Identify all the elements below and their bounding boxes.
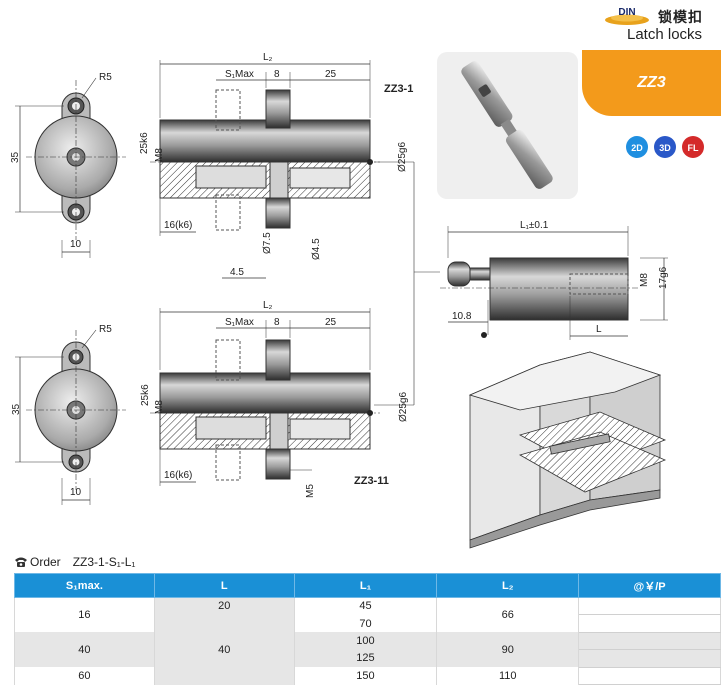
cell-s1: 16 (14, 597, 155, 633)
dim-g6-bottom: Ø25g6 (398, 392, 409, 422)
header-l2: L₂ (436, 573, 580, 598)
cell-l: 40 (153, 614, 295, 685)
cell-l1: 100 (293, 632, 438, 650)
din-label: DIN (618, 7, 635, 18)
dim-25k6-top: 25k6 (139, 132, 150, 154)
cell-l2: 110 (436, 667, 580, 685)
header-s1: S₁max. (14, 573, 155, 598)
dim-35-bottom: 35 (11, 403, 22, 415)
table-header-row: S₁max. L L₁ L₂ @￥/P (14, 573, 721, 598)
fl-icon[interactable]: FL (682, 136, 704, 158)
dim-8-bottom: 8 (274, 317, 280, 328)
cell-l1: 70 (293, 614, 438, 633)
model-label-bottom: ZZ3-11 (354, 475, 389, 487)
svg-text:3D: 3D (659, 143, 671, 153)
dim-17g6-pin: 17g6 (658, 266, 669, 289)
dim-16k6-bottom: 16(k6) (164, 470, 192, 481)
pin-drawing: L₁±0.1 17g6 M8 10.8 L (440, 220, 669, 340)
dim-25-bottom: 25 (325, 317, 337, 328)
cad-3d-icon[interactable]: 3D (654, 136, 676, 158)
dim-g6-top: Ø25g6 (397, 142, 408, 172)
dim-m8-pin: M8 (639, 273, 650, 287)
cell-l: 20 (153, 597, 295, 615)
dim-l-pin: L (596, 324, 602, 335)
dim-10-bottom: 10 (70, 487, 82, 498)
dim-45-top: 4.5 (230, 267, 244, 278)
dim-r5-bottom: R5 (99, 324, 112, 335)
dim-s1max-bottom: S₁Max (225, 317, 254, 328)
section-view-top: L₂ S₁Max 8 25 25k6 M8 Ø25g6 ZZ3-1 16(k6)… (139, 52, 413, 279)
header-l1: L₁ (293, 573, 438, 598)
technical-drawing: 35 10 R5 L₂ S₁Max 8 25 25k6 M8 Ø25g6 ZZ3… (10, 52, 669, 549)
svg-text:2D: 2D (631, 143, 643, 153)
dim-l2-top: L₂ (263, 52, 273, 63)
order-line: Order ZZ3-1-S₁-L₁ (14, 555, 135, 569)
spec-table: S₁max. L L₁ L₂ @￥/P 16 20 45 66 40 70 40… (14, 573, 721, 686)
dim-16k6-top: 16(k6) (164, 220, 192, 231)
dim-108-pin: 10.8 (452, 311, 472, 322)
dim-d75-top: Ø7.5 (262, 232, 273, 254)
cell-s1: 60 (14, 667, 155, 685)
table-row: 16 20 45 66 (14, 597, 721, 633)
dim-25k6-bottom: 25k6 (140, 384, 151, 406)
din-logo: DIN (605, 7, 649, 25)
mold-illustration (468, 351, 667, 549)
flange-view-bottom: 35 10 R5 (11, 324, 126, 505)
header-l: L (153, 573, 295, 598)
cad-2d-icon[interactable]: 2D (626, 136, 648, 158)
dim-m8-bottom: M8 (154, 400, 165, 414)
title-cn: 锁模扣 (658, 9, 703, 25)
cell-price (578, 632, 721, 651)
dim-r5-top: R5 (99, 72, 112, 83)
cell-l2: 90 (436, 632, 580, 668)
table-row: 40 70 (15, 614, 721, 685)
cell-price (578, 614, 721, 633)
section-view-bottom: L₂ S₁Max 8 25 25k6 M8 Ø25g6 ZZ3-11 16(k6… (140, 300, 409, 498)
dim-m8-top: M8 (154, 148, 165, 162)
dim-s1max-top: S₁Max (225, 69, 254, 80)
product-photo (437, 52, 578, 199)
header-price: @￥/P (578, 573, 721, 598)
flange-view-top: 35 10 R5 (10, 72, 126, 258)
cell-price (578, 597, 721, 616)
phone-icon (15, 557, 27, 567)
svg-text:FL: FL (688, 143, 699, 153)
dim-8-top: 8 (274, 69, 280, 80)
cell-s1: 40 (14, 632, 155, 668)
badge-label: ZZ3 (637, 74, 666, 91)
cell-l1: 125 (293, 649, 438, 668)
table-row: 125 (15, 649, 721, 668)
title-en: Latch locks (627, 26, 703, 43)
cell-price (578, 649, 721, 668)
cad-icons: 2D 3D FL (626, 136, 704, 158)
model-label-top: ZZ3-1 (384, 83, 413, 95)
model-badge: ZZ3 (582, 50, 721, 116)
cell-l1: 45 (293, 597, 438, 615)
dim-l1-pin: L₁±0.1 (520, 220, 549, 231)
order-code: ZZ3-1-S₁-L₁ (72, 555, 136, 569)
dim-25-top: 25 (325, 69, 337, 80)
dim-d45-top: Ø4.5 (311, 238, 322, 260)
dim-10-top: 10 (70, 239, 82, 250)
cell-l2: 66 (436, 597, 580, 633)
table-row: 40 100 90 (14, 632, 721, 668)
order-label: Order (30, 555, 61, 569)
dim-35-top: 35 (10, 151, 21, 163)
table-row: 60 150 110 (14, 667, 721, 686)
dim-m5-bottom: M5 (305, 484, 316, 498)
cell-l1: 150 (293, 667, 438, 685)
dim-l2-bottom: L₂ (263, 300, 273, 311)
cell-price (578, 667, 721, 686)
